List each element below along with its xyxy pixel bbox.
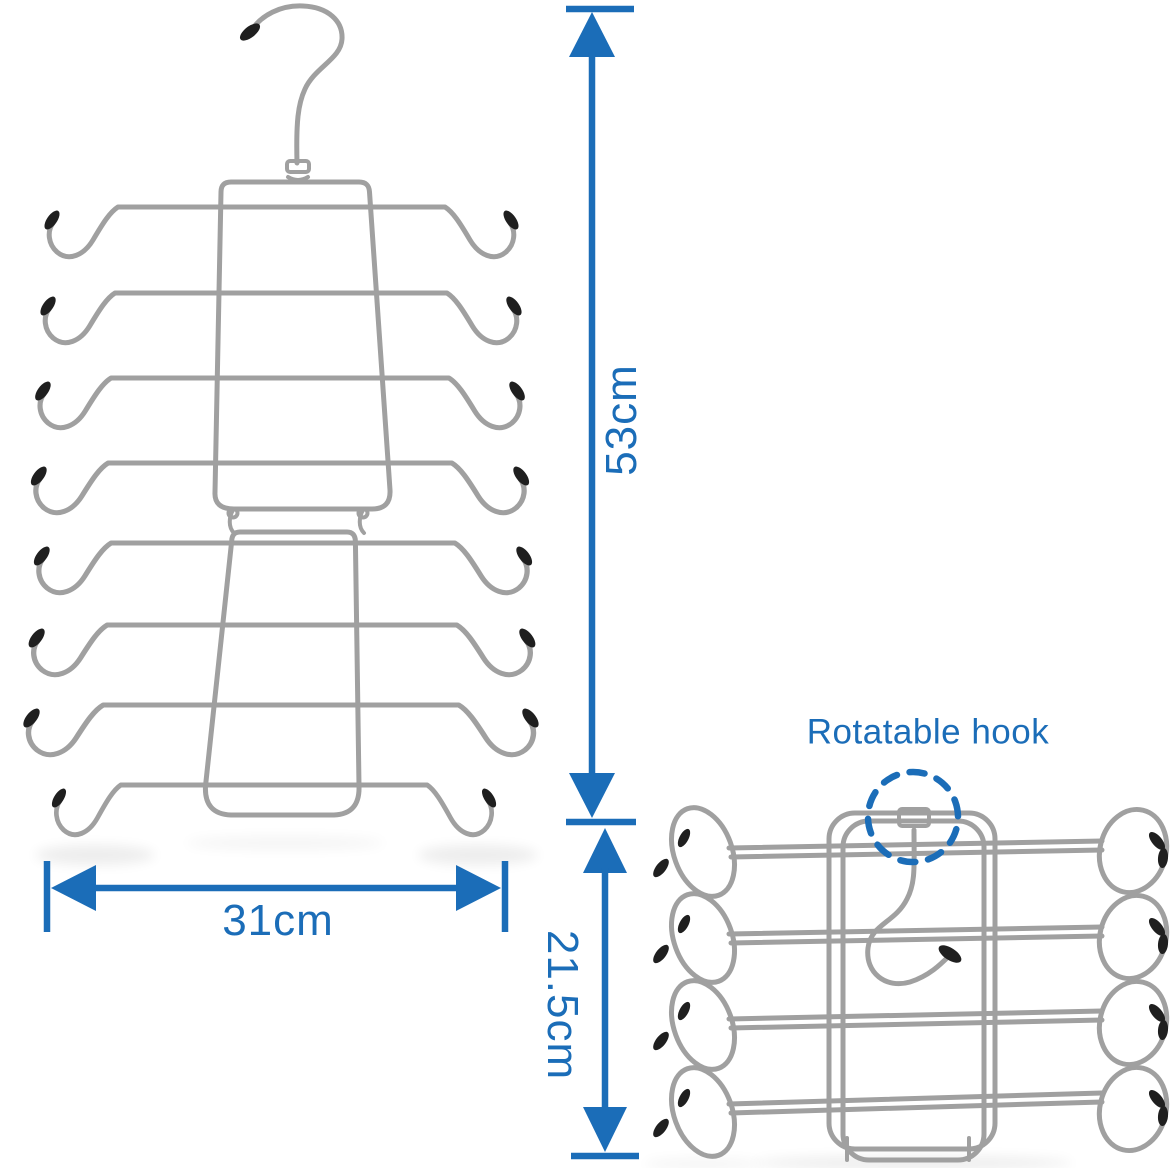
tier-bar-3 — [32, 378, 528, 428]
left-rubber-tips — [653, 828, 691, 1138]
height-dimension-arrow — [566, 5, 636, 826]
upper-frame — [212, 179, 393, 512]
tier-bar-4 — [28, 463, 532, 513]
tier-bar-5 — [31, 543, 535, 593]
tier-bar-1 — [42, 207, 522, 257]
right-rubber-tips — [1148, 831, 1169, 1126]
height-dimension-label: 53cm — [597, 364, 646, 476]
folded-tier-bars — [726, 838, 1105, 1116]
swivel-joint — [897, 807, 931, 828]
frame-link — [357, 508, 366, 535]
tier-bar-8 — [49, 785, 499, 835]
rotatable-hook-highlight-circle — [864, 768, 962, 866]
folded-height-dimension-arrow — [571, 828, 639, 1160]
width-dimension-label: 31cm — [222, 896, 334, 945]
lower-frame — [202, 529, 362, 818]
unfolded-hanger-photo — [20, 3, 542, 835]
swivel-joint — [285, 159, 311, 174]
width-dimension-arrow — [43, 861, 509, 932]
top-hook — [248, 3, 345, 166]
folded-hanger-photo — [653, 768, 1170, 1163]
rotatable-hook-label: Rotatable hook — [806, 712, 1050, 752]
frame-link — [227, 508, 236, 535]
folded-height-dimension-label: 21.5cm — [538, 929, 587, 1081]
tier-bar-2 — [37, 293, 524, 343]
folded-frame-outer — [826, 810, 998, 1152]
folded-top-hook — [865, 827, 952, 987]
folded-frame-inner — [840, 818, 987, 1163]
tier-bar-6 — [26, 625, 539, 675]
tier-bar-7 — [20, 705, 542, 755]
